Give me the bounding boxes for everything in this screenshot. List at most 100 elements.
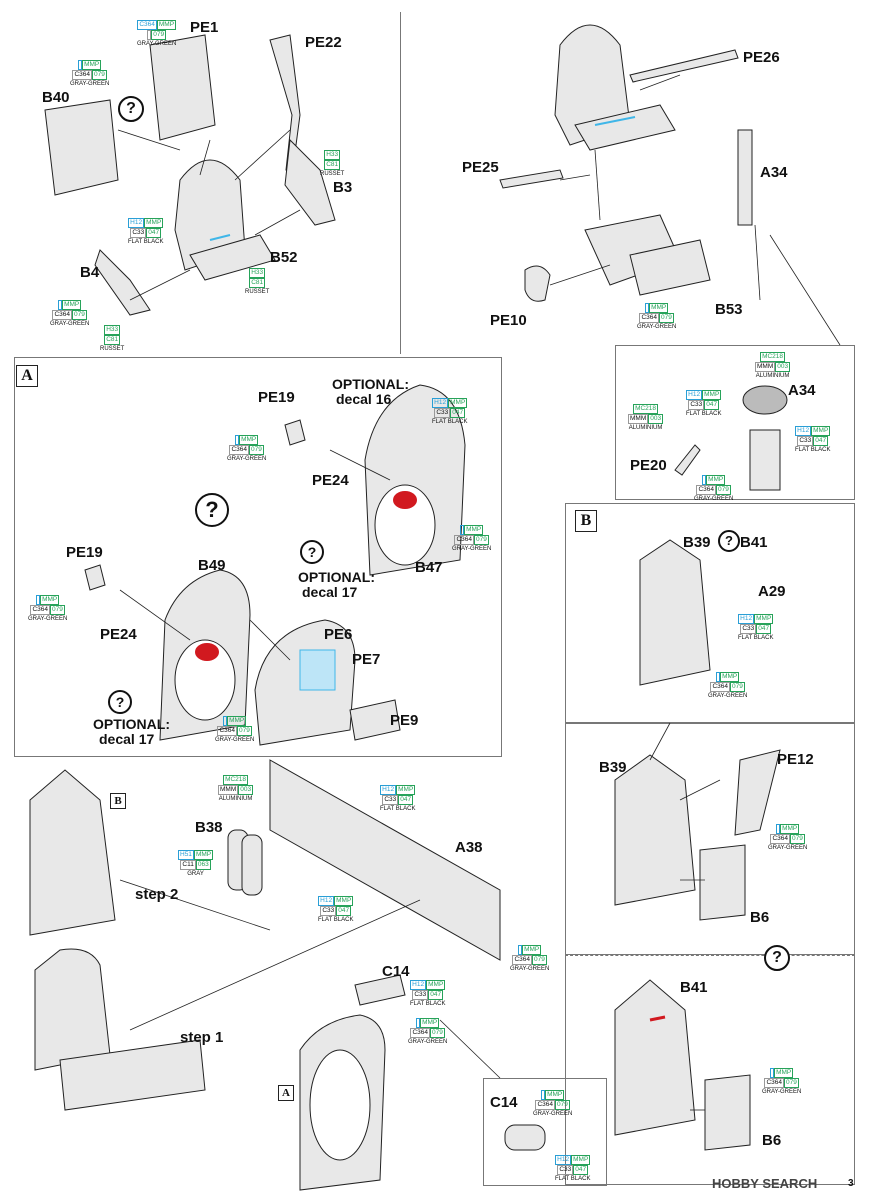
label-pe20: PE20: [630, 457, 667, 474]
section-marker-b: B: [575, 510, 597, 532]
label-pe12: PE12: [777, 751, 814, 768]
step-1-label: step 1: [180, 1029, 224, 1046]
b39-frame: [639, 539, 711, 686]
label-b47: B47: [415, 559, 443, 576]
pe1-plate: [149, 34, 216, 141]
label-pe22: PE22: [305, 34, 342, 51]
label-b41-a: B41: [740, 534, 768, 551]
label-pe24-b: PE24: [100, 626, 137, 643]
color-accents: [195, 116, 666, 1022]
label-b41-b: B41: [680, 979, 708, 996]
optional-decal17-a: OPTIONAL:decal 17: [298, 569, 375, 601]
pane-section-a: [14, 357, 502, 757]
label-pe9: PE9: [390, 712, 419, 729]
label-b6-a: B6: [750, 909, 770, 926]
label-a34: A34: [760, 164, 788, 181]
label-pe10: PE10: [490, 312, 527, 329]
watermark: HOBBY SEARCH: [712, 1176, 818, 1191]
cockpit-side-panel: [269, 759, 501, 961]
question-icon-lower-b: ?: [764, 945, 790, 971]
label-b39-b: B39: [599, 759, 627, 776]
page-number: 3: [848, 1178, 854, 1189]
b6-frame: [699, 844, 746, 921]
b52-pan: [189, 234, 276, 281]
pane-b39-pe12: [565, 723, 855, 955]
label-c14-b: C14: [490, 1094, 518, 1111]
label-a29: A29: [758, 583, 786, 600]
question-icon-decal17b: ?: [108, 690, 132, 714]
label-b6-b: B6: [762, 1132, 782, 1149]
label-pe24-a: PE24: [312, 472, 349, 489]
b39-frame-2: [614, 754, 696, 906]
section-marker-a: A: [16, 365, 38, 387]
label-pe1: PE1: [190, 19, 219, 36]
pe12-plate: [734, 749, 781, 836]
b41-frame: [614, 979, 696, 1136]
label-b53: B53: [715, 301, 743, 318]
label-pe25: PE25: [462, 159, 499, 176]
label-pe19-a: PE19: [258, 389, 295, 406]
label-pe7: PE7: [352, 651, 381, 668]
label-a38: A38: [455, 839, 483, 856]
optional-decal16: OPTIONAL:decal 16: [332, 376, 409, 408]
pane-top-left: [14, 12, 401, 354]
question-icon-decal17a: ?: [300, 540, 324, 564]
pane-c14-detail: [483, 1078, 607, 1186]
question-icon-b41: ?: [718, 530, 740, 552]
optional-decal17-b: OPTIONAL:decal 17: [93, 716, 170, 748]
b40-plate: [44, 99, 119, 196]
section-marker-a-small: A: [278, 1085, 294, 1101]
step-2-label: step 2: [135, 886, 179, 903]
label-c14-a: C14: [382, 963, 410, 980]
pane-a34-detail: [615, 345, 855, 500]
pane-b41-b6: [565, 955, 855, 1185]
b4-bracket: [94, 249, 151, 316]
label-b40: B40: [42, 89, 70, 106]
label-b52: B52: [270, 249, 298, 266]
label-pe19-b: PE19: [66, 544, 103, 561]
label-b49: B49: [198, 557, 226, 574]
label-pe6: PE6: [324, 626, 353, 643]
label-b39-a: B39: [683, 534, 711, 551]
pane-section-b: [565, 503, 855, 723]
label-a34-detail: A34: [788, 382, 816, 399]
section-marker-b-small: B: [110, 793, 126, 809]
label-b38: B38: [195, 819, 223, 836]
label-b4: B4: [80, 264, 100, 281]
b6-frame-2: [704, 1074, 751, 1151]
b3-bracket: [284, 138, 336, 226]
label-pe26: PE26: [743, 49, 780, 66]
